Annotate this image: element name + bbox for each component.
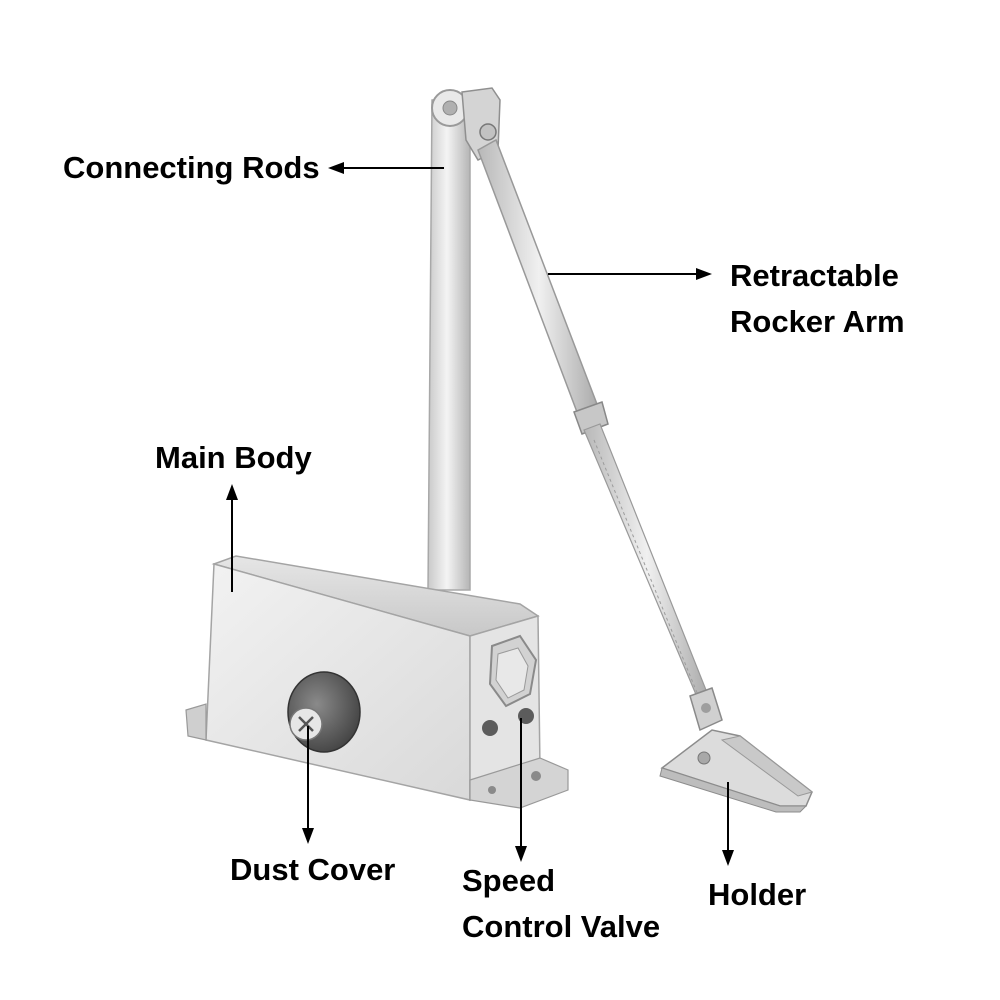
label-speed-line1: Speed <box>462 863 556 898</box>
arrow-connecting-rods <box>328 162 444 174</box>
dust-cover-cap <box>287 671 361 753</box>
annotation-arrows <box>226 162 734 866</box>
label-holder: Holder <box>708 877 807 912</box>
label-speed-line2: Control Valve <box>462 909 661 944</box>
holder-bracket <box>659 729 814 813</box>
connecting-rod <box>427 89 471 591</box>
main-body-housing <box>185 555 569 809</box>
arrow-dust-cover <box>302 726 314 844</box>
label-main-body: Main Body <box>155 440 312 475</box>
rocker-arm <box>477 138 723 732</box>
label-speed-control-valve: Speed Control Valve <box>462 858 660 950</box>
top-joint <box>461 87 501 161</box>
arrow-rocker-arm <box>548 268 712 280</box>
label-dust-cover: Dust Cover <box>230 852 396 887</box>
label-retractable-line1: Retractable <box>730 258 899 293</box>
label-connecting-rods: Connecting Rods <box>63 150 320 185</box>
arrow-holder <box>722 782 734 866</box>
arrow-speed-control-valve <box>515 718 527 862</box>
arrow-main-body <box>226 484 238 592</box>
label-retractable-line2: Rocker Arm <box>730 304 905 339</box>
label-retractable-rocker-arm: Retractable Rocker Arm <box>730 253 905 345</box>
